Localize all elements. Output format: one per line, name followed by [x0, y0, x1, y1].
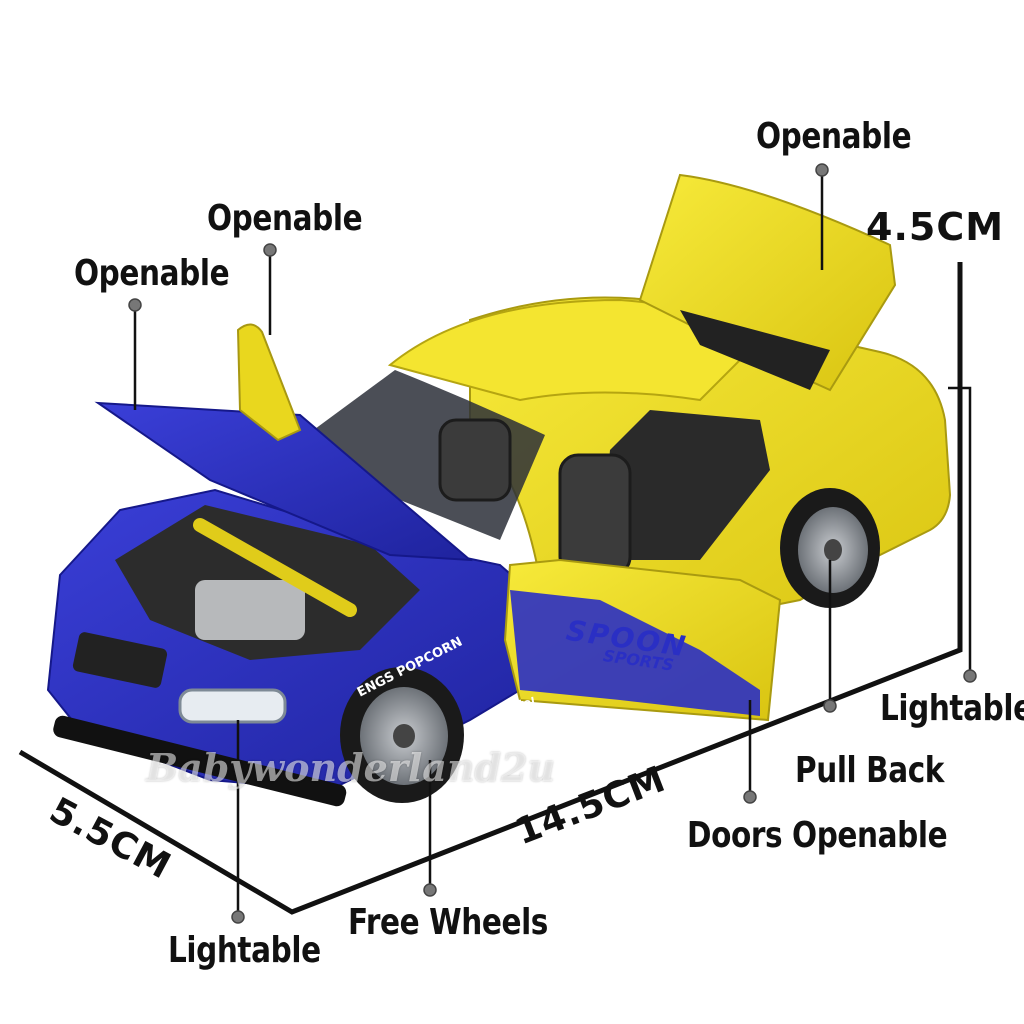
label-openable-door: Openable	[207, 198, 363, 239]
trunk-opening	[680, 310, 830, 390]
front-wheel	[340, 667, 464, 803]
callout-dots	[128, 163, 977, 924]
headlight	[178, 688, 287, 724]
label-lightable-rear: Lightable	[880, 688, 1024, 729]
label-openable-trunk: Openable	[756, 116, 912, 157]
label-doors-openable: Doors Openable	[687, 815, 948, 856]
dimension-lines	[18, 262, 963, 915]
strut-bar	[193, 518, 357, 617]
callout-lines	[133, 170, 972, 915]
label-openable-hood: Openable	[74, 253, 230, 294]
side-window	[600, 410, 770, 560]
watermark: Babywonderland2u	[146, 745, 556, 790]
rear-wheel	[780, 488, 880, 608]
dimension-height: 4.5CM	[866, 205, 1005, 249]
label-lightable-front: Lightable	[168, 930, 321, 971]
label-pull-back: Pull Back	[795, 750, 945, 791]
trunk-lid-open	[638, 173, 897, 392]
seats	[438, 418, 632, 577]
label-free-wheels: Free Wheels	[348, 902, 548, 943]
left-door-open	[236, 323, 302, 442]
engine-cover	[195, 580, 305, 640]
front-bumper-lip	[53, 715, 347, 807]
front-grille	[72, 632, 168, 688]
door-blue-stripe	[510, 590, 760, 716]
